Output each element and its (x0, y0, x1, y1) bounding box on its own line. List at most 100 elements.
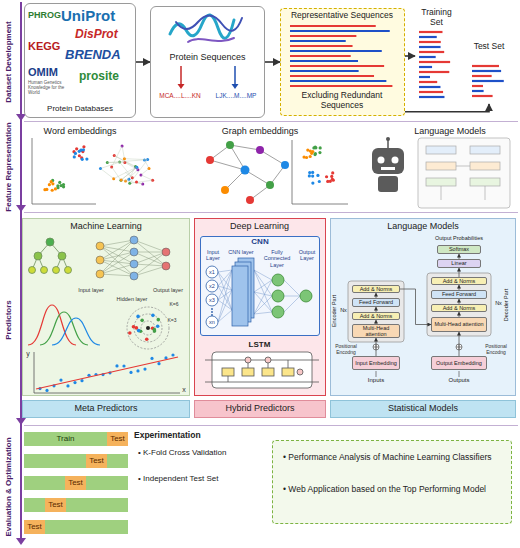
sequence-line (290, 75, 374, 77)
stage-arrow (16, 418, 26, 425)
text-slot: Excluding Redundant Sequences (281, 91, 403, 111)
category-box: Statistical Models (330, 400, 516, 418)
embedding-dot (135, 181, 138, 184)
embedding-dot (311, 182, 314, 185)
regression-axis (34, 393, 180, 394)
layer-box: Add & Norms (352, 312, 400, 320)
category-box: Hybrid Predictors (194, 400, 326, 418)
text-slot: Inputs (352, 377, 400, 384)
regression-line (36, 357, 178, 389)
sequence-line (419, 51, 444, 53)
lstm-cell (245, 357, 251, 363)
diagram-label: Output Probabilities (425, 235, 493, 241)
fold-bar: Test (24, 454, 128, 468)
embedding-dot (308, 171, 311, 174)
text-slot: Train (24, 432, 107, 446)
neural-network (100, 274, 134, 276)
text-slot: Language Models (331, 221, 515, 231)
regression-point (157, 362, 160, 365)
text-slot: Input layer (74, 287, 108, 293)
lstm-cell (222, 368, 234, 376)
knn-point (136, 315, 140, 319)
embedding-dot (81, 158, 84, 161)
cnn-link (254, 270, 272, 280)
box-text: Add & Norms (360, 286, 393, 292)
embedding-dot (311, 174, 314, 177)
text-slot: Language Models (395, 126, 505, 136)
diagram-label: Decoder Part (504, 280, 510, 330)
box-text: prosite (79, 70, 134, 84)
neural-network (134, 240, 166, 266)
embedding-dot (306, 148, 309, 151)
flow-arrow (400, 289, 431, 325)
diagram-label: Predictors (5, 220, 13, 420)
text-slot: Machine Learning (23, 221, 189, 231)
embedding-dot (122, 146, 124, 159)
model-sketch (426, 146, 456, 154)
neural-network (100, 252, 134, 260)
diagram-label: • Independent Test Set (138, 474, 263, 483)
cnn-link (254, 270, 272, 296)
text-slot: Encoder Part (332, 286, 338, 336)
robot-icon (372, 137, 404, 192)
decision-tree (53, 267, 60, 274)
diagram-label: Positional Encodng (331, 344, 361, 356)
knn-point (151, 314, 155, 318)
robot-icon (381, 167, 395, 170)
fold-bar: Test (24, 476, 128, 490)
regression-point (143, 367, 146, 370)
graph-node (266, 181, 274, 189)
neural-network (100, 260, 134, 264)
layer-box: Feed Forward (431, 290, 487, 299)
sequence-line (419, 36, 437, 38)
graph-edge (260, 150, 285, 165)
model-sketch (470, 162, 500, 170)
decision-tree (41, 267, 48, 274)
knn-point (128, 314, 160, 342)
sequence-arrow (178, 66, 239, 89)
method-panel: Machine Learning (22, 218, 190, 396)
method-panel: Language ModelsSoftmaxLinearAdd & NormsF… (330, 218, 516, 396)
neural-network (162, 262, 170, 270)
gaussian-curve (40, 312, 88, 345)
layer-box: Multi-Head attention (431, 317, 487, 332)
diagram-label: Encoder Part (332, 286, 338, 336)
section-divider (24, 425, 518, 426)
embedding-dot (43, 188, 46, 191)
box-text: Test (24, 520, 45, 534)
panel-fill (427, 273, 491, 336)
embedding-dot (58, 181, 61, 184)
neural-network (96, 256, 104, 264)
neural-network (96, 236, 170, 280)
embedding-dot (43, 144, 335, 191)
positional-encoding (373, 344, 462, 350)
model-sketch (470, 146, 500, 154)
embedding-dot (316, 174, 319, 177)
text-slot: K=6 (166, 302, 182, 308)
embedding-dot (114, 156, 135, 167)
robot-icon (386, 137, 390, 141)
knn-circle (127, 307, 169, 349)
embedding-dot (112, 146, 122, 167)
cnn-neuron (272, 274, 284, 286)
embedding-dot (308, 174, 311, 177)
layer-box: Linear (437, 259, 481, 268)
neural-network (134, 252, 166, 276)
flow-arrow (459, 268, 460, 277)
cnn-link (254, 280, 272, 314)
knn-point (132, 325, 136, 329)
diagram-label: Output layer (148, 287, 188, 293)
box-text: Test (107, 432, 128, 446)
decision-tree (29, 267, 36, 274)
robot-icon (387, 140, 389, 148)
box-text: Machine Learning (23, 221, 189, 231)
sequence-line (290, 80, 386, 82)
embedding-axis (32, 204, 96, 205)
fold-bar: TrainTest (24, 432, 128, 446)
cnn-link (254, 312, 272, 314)
cnn-neuron (206, 280, 218, 292)
text-slot: Outputs (431, 377, 487, 384)
cnn-layer (232, 258, 254, 326)
box-text: OMIM (28, 66, 68, 79)
